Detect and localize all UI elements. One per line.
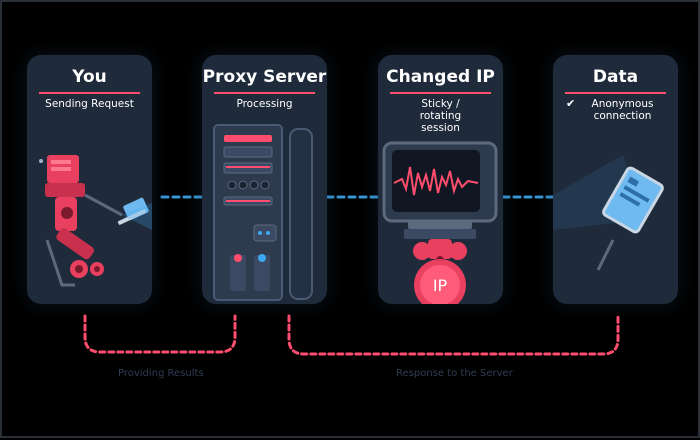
- card-changed-ip-subtitle: Sticky / rotating session: [419, 98, 462, 134]
- card-changed-ip: IP Changed IP Sticky / rotating session: [378, 55, 503, 304]
- card-data-subtitle: Anonymous connection: [591, 98, 654, 122]
- card-you-title: You: [72, 67, 107, 87]
- check-icon: ✔: [566, 97, 576, 110]
- card-data-title: Data: [592, 67, 639, 87]
- card-you-rule: [39, 92, 140, 94]
- providing-results-loop: [83, 314, 237, 354]
- ip-key-icon: [413, 239, 467, 304]
- caption-response-to-server: Response to the Server: [396, 368, 513, 379]
- card-you: You Sending Request: [27, 55, 152, 304]
- tablet-icon: [596, 166, 664, 271]
- tablet-illustration: [553, 155, 664, 271]
- card-you-subtitle: Sending Request: [45, 98, 134, 110]
- card-data-rule: [565, 92, 666, 94]
- ip-badge-text: IP: [433, 276, 448, 295]
- card-proxy-server-title: Proxy Server: [202, 67, 327, 87]
- server-rack-illustration: [213, 124, 313, 301]
- response-to-server-loop: [287, 314, 620, 356]
- server-rack-icon: [213, 124, 313, 301]
- card-proxy-server: Proxy Server Processing: [202, 55, 327, 304]
- robot-illustration: [39, 155, 152, 287]
- card-proxy-server-rule: [214, 92, 315, 94]
- card-data: Data ✔ Anonymous connection: [553, 55, 678, 304]
- monitor-illustration: IP: [382, 141, 498, 304]
- card-changed-ip-title: Changed IP: [386, 67, 495, 87]
- laptop-icon: [117, 197, 149, 225]
- card-changed-ip-rule: [390, 92, 491, 94]
- robot-arm-icon: [39, 155, 123, 287]
- caption-providing-results: Providing Results: [118, 368, 204, 379]
- monitor-icon: [382, 141, 498, 239]
- card-proxy-server-subtitle: Processing: [236, 98, 293, 110]
